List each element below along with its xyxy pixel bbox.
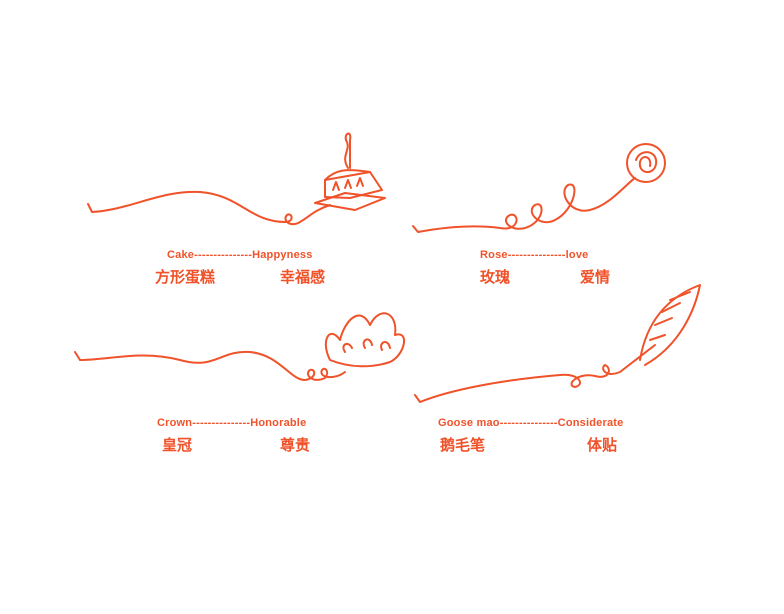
connector: ---------------: [499, 417, 558, 429]
chinese-right: 幸福感: [280, 268, 326, 286]
feather-quill-icon: [414, 284, 701, 403]
english-left: Rose: [480, 249, 508, 261]
connector: ---------------: [192, 417, 251, 429]
chinese-right: 尊贵: [280, 436, 311, 454]
english-left: Crown: [157, 417, 193, 429]
chinese-right: 爱情: [580, 268, 611, 286]
english-left: Cake: [167, 249, 195, 261]
crown-icon: [74, 312, 405, 381]
english-right: Happyness: [252, 249, 313, 261]
connector: ---------------: [507, 249, 566, 261]
cake-icon: [87, 132, 386, 226]
english-right: Honorable: [250, 417, 307, 429]
connector: ---------------: [194, 249, 253, 261]
english-right: love: [565, 249, 589, 261]
rose-icon: [412, 143, 666, 233]
chinese-left: 鹅毛笔: [440, 436, 486, 454]
chinese-left: 方形蛋糕: [155, 268, 216, 286]
chinese-left: 玫瑰: [480, 268, 511, 286]
chinese-left: 皇冠: [162, 436, 193, 454]
english-left: Goose mao: [438, 417, 500, 429]
english-right: Considerate: [557, 417, 624, 429]
chinese-right: 体贴: [587, 436, 618, 454]
